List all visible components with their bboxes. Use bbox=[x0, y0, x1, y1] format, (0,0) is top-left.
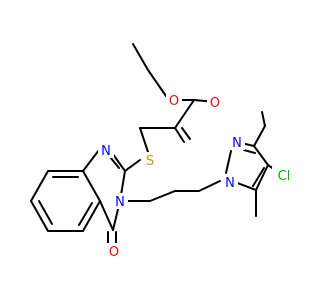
atom-label-o-ether: O bbox=[169, 94, 179, 109]
atom-label-n3: N bbox=[115, 195, 125, 210]
atom-label-o-carbonyl: O bbox=[210, 96, 220, 111]
atom-label-s: S bbox=[146, 154, 154, 169]
atom-label-n-pyrazole-2: N bbox=[232, 136, 242, 151]
atom-labels: O O S N N O N N Cl bbox=[98, 92, 296, 260]
atom-label-n-pyrazole-1: N bbox=[225, 176, 235, 191]
atom-label-cl: Cl bbox=[278, 169, 291, 184]
atom-label-o-ketone: O bbox=[109, 245, 119, 260]
molecule-structure-drawing: O O S N N O N N Cl bbox=[30, 43, 296, 260]
atom-label-n1: N bbox=[101, 144, 111, 159]
